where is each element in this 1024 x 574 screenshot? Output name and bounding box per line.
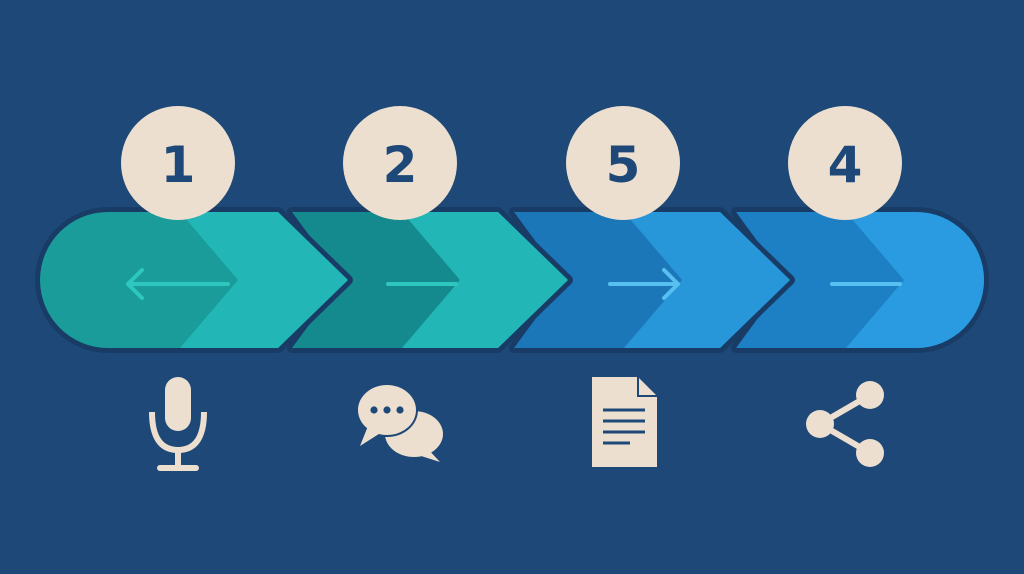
chevron-segments <box>35 207 989 353</box>
step-1-arrow-head <box>126 268 144 300</box>
share-icon <box>806 381 884 467</box>
step-number-badges: 1 2 5 4 <box>121 106 902 220</box>
number-badge-circle <box>566 106 680 220</box>
step-2-badge: 2 <box>343 106 457 220</box>
step-icons <box>149 377 884 471</box>
document-icon <box>592 377 657 467</box>
number-badge-circle <box>343 106 457 220</box>
step-1-segment <box>35 207 353 353</box>
step-4-segment <box>731 207 989 353</box>
step-3-arrow-head <box>662 268 680 300</box>
number-badge-circle <box>121 106 235 220</box>
microphone-icon <box>149 377 207 471</box>
step-3-badge: 5 <box>566 106 680 220</box>
step-3-segment-highlight <box>624 212 790 348</box>
step-1-number: 1 <box>161 136 196 194</box>
step-2-segment-highlight <box>402 212 568 348</box>
step-4-number: 4 <box>828 136 863 194</box>
step-2-number: 2 <box>383 136 418 194</box>
step-1-segment-highlight <box>180 212 348 348</box>
number-badge-circle <box>788 106 902 220</box>
chat-bubbles-icon <box>356 383 443 462</box>
step-4-badge: 4 <box>788 106 902 220</box>
step-4-segment-highlight <box>846 212 984 348</box>
step-1-badge: 1 <box>121 106 235 220</box>
step-3-segment <box>509 207 795 353</box>
step-2-segment <box>287 207 573 353</box>
step-3-number: 5 <box>606 136 641 194</box>
